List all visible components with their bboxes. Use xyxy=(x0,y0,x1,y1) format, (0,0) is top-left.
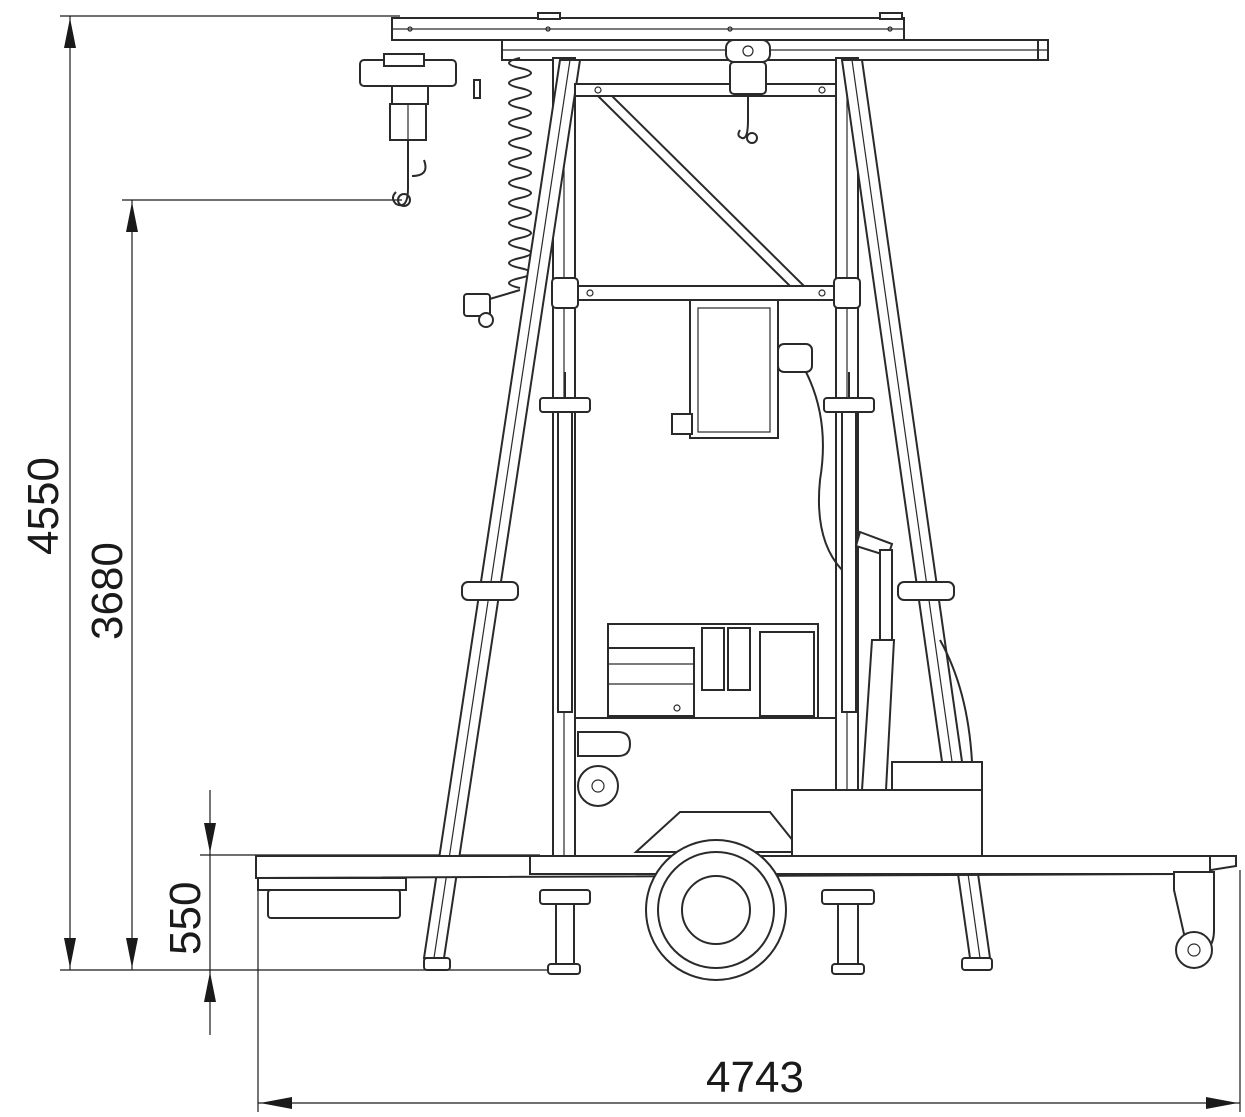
lower-crossbar xyxy=(551,277,861,309)
control-cabinet xyxy=(671,299,843,571)
upper-crossbar xyxy=(574,83,837,97)
electrical-panel xyxy=(607,623,819,719)
dimension-hook-height: 3680 xyxy=(83,199,402,970)
left-screw-jack xyxy=(539,372,591,975)
dimension-total-height: 4550 xyxy=(19,15,560,971)
trolley-hoist xyxy=(725,39,771,144)
hook-icon xyxy=(392,159,427,207)
steering-handle xyxy=(854,530,896,791)
dimension-platform-height-label: 550 xyxy=(161,882,210,955)
platform-deck xyxy=(255,855,1237,919)
coiled-cable xyxy=(473,57,532,301)
dimension-total-height-label: 4550 xyxy=(19,457,68,555)
electric-hoist xyxy=(359,53,457,170)
drive-wheel xyxy=(645,839,787,981)
pendant-control xyxy=(463,293,494,328)
dimension-hook-height-label: 3680 xyxy=(83,542,132,640)
right-screw-jack xyxy=(821,372,875,975)
hydraulic-hose xyxy=(939,639,973,763)
diagonal-brace xyxy=(595,95,807,287)
right-leg-clamp xyxy=(897,581,955,601)
caster-wheel xyxy=(1173,871,1215,969)
left-leg-clamp xyxy=(461,581,519,601)
hoist-rail xyxy=(501,39,1049,61)
top-beam xyxy=(391,12,905,41)
dimension-total-length: 4743 xyxy=(257,870,1241,1112)
left-inclined-leg xyxy=(422,59,582,971)
dimension-total-length-label: 4743 xyxy=(706,1053,804,1102)
chassis-body xyxy=(574,717,983,857)
